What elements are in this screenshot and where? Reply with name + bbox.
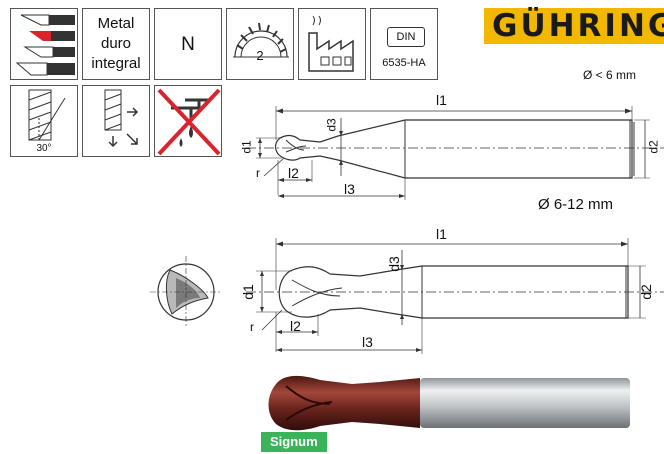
- dim-l2-large: l2: [290, 318, 301, 334]
- flute-cross-section-icon: [233, 22, 289, 58]
- flute-count: 2: [256, 48, 264, 63]
- material-line-1: Metal: [97, 15, 135, 32]
- material-icon: Metal duro integral: [82, 8, 150, 80]
- plunge-direction-icon: [104, 89, 139, 148]
- factory-icon: [308, 15, 354, 72]
- guhring-logo: GÜHRING: [484, 8, 664, 44]
- machining-direction-icon: [82, 85, 150, 157]
- dim-l1-large: l1: [436, 226, 447, 242]
- helix-angle-label: 30°: [36, 143, 52, 154]
- material-group-label: N: [181, 34, 195, 55]
- material-line-2: duro: [100, 35, 132, 52]
- standard-number: 6535-HA: [382, 57, 426, 69]
- coolant-tap-crossed-icon: [157, 88, 221, 156]
- standard-icon: DIN 6535-HA: [370, 8, 438, 80]
- flutes-icon: 2: [226, 8, 294, 80]
- material-group-icon: N: [154, 8, 222, 80]
- dim-r-small: r: [256, 166, 260, 180]
- din-badge: DIN: [387, 27, 425, 47]
- dim-l3-large: l3: [362, 334, 373, 350]
- helix-drawing-icon: [28, 89, 66, 141]
- helix-angle-icon: 30°: [10, 85, 78, 157]
- diameter-range-large: Ø 6-12 mm: [538, 196, 614, 213]
- material-line-3: integral: [91, 55, 141, 72]
- no-coolant-icon: [154, 85, 222, 157]
- diameter-range-small: Ø < 6 mm: [583, 68, 637, 82]
- dim-l3-small: l3: [344, 181, 355, 197]
- tool-type-icon: [10, 8, 78, 80]
- coating-badge: Signum: [261, 432, 327, 452]
- dim-l1-small: l1: [436, 92, 447, 108]
- dim-l2-small: l2: [288, 165, 299, 181]
- dim-r-large: r: [250, 320, 254, 334]
- production-icon: [298, 8, 366, 80]
- end-mill-group-icon: [15, 14, 75, 76]
